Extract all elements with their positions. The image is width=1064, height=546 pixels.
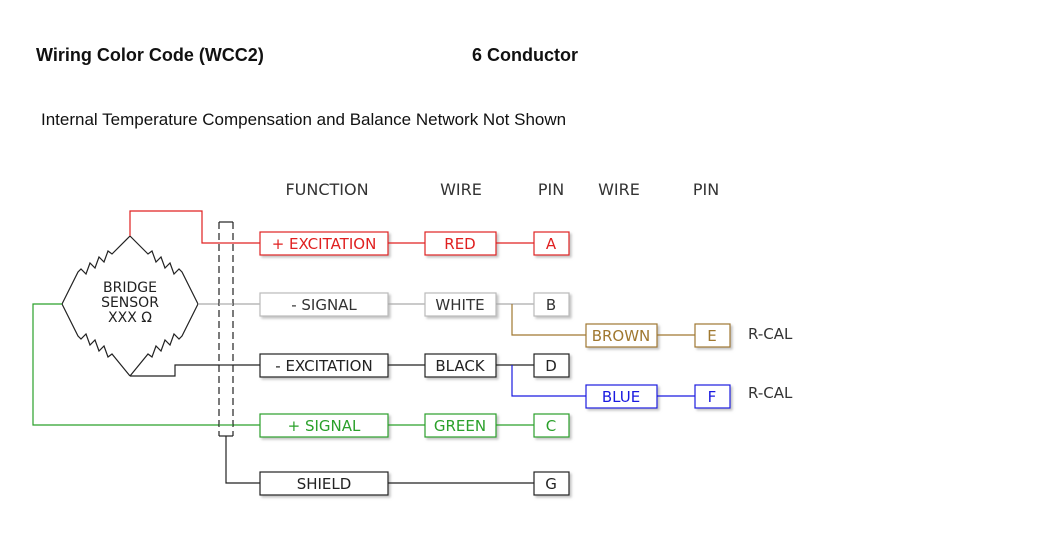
function-label: - EXCITATION: [275, 357, 372, 375]
pin-label: C: [546, 417, 556, 435]
column-header-function: FUNCTION: [285, 180, 368, 199]
pin-label: A: [546, 235, 557, 253]
rcal-blue-branch: BLUE F R-CAL: [511, 365, 793, 409]
rcal-label: R-CAL: [748, 384, 793, 402]
column-header-pin: PIN: [538, 180, 564, 199]
rcal-label: R-CAL: [748, 325, 793, 343]
pin-label: F: [708, 388, 717, 406]
wire-label: BLACK: [435, 357, 485, 375]
pin-label: G: [545, 475, 557, 493]
conductor-count: 6 Conductor: [472, 45, 578, 65]
function-label: SHIELD: [297, 475, 352, 493]
column-header-wire-2: WIRE: [598, 180, 640, 199]
pin-label: B: [546, 296, 556, 314]
wire-red-excitation: [129, 210, 260, 244]
compensation-note: Internal Temperature Compensation and Ba…: [41, 110, 567, 129]
wire-shield: [225, 436, 260, 484]
wire-label: WHITE: [435, 296, 484, 314]
function-label: + SIGNAL: [288, 417, 361, 435]
row-signal-negative: - SIGNAL WHITE B: [259, 292, 570, 317]
wire-label: RED: [444, 235, 475, 253]
sensor-label-line2: SENSOR: [101, 295, 159, 311]
row-shield: SHIELD G: [259, 471, 570, 496]
wire-label: BROWN: [592, 327, 651, 345]
resistor-bottom-left: [61, 303, 131, 377]
sensor-label-line1: BRIDGE: [103, 280, 157, 296]
rcal-brown-branch: BROWN E R-CAL: [511, 304, 793, 348]
pin-label: E: [707, 327, 716, 345]
bridge-sensor: [61, 235, 199, 377]
row-excitation-negative: - EXCITATION BLACK D: [259, 353, 570, 378]
wire-green-signal: [32, 303, 260, 426]
diagram-title: Wiring Color Code (WCC2): [36, 45, 264, 65]
row-excitation-positive: + EXCITATION RED A: [259, 231, 570, 256]
column-header-pin-2: PIN: [693, 180, 719, 199]
pin-label: D: [545, 357, 557, 375]
resistor-top-right: [129, 235, 199, 305]
function-label: + EXCITATION: [272, 235, 377, 253]
sensor-label-line3: XXX Ω: [108, 310, 152, 326]
wire-black-excitation: [130, 364, 260, 377]
cable-shield-jacket: [218, 221, 234, 437]
column-header-wire: WIRE: [440, 180, 482, 199]
row-signal-positive: + SIGNAL GREEN C: [259, 413, 570, 438]
wire-label: BLUE: [602, 388, 640, 406]
wire-label: GREEN: [434, 417, 486, 435]
function-label: - SIGNAL: [291, 296, 357, 314]
resistor-top-left: [61, 235, 131, 305]
resistor-bottom-right: [129, 303, 199, 377]
